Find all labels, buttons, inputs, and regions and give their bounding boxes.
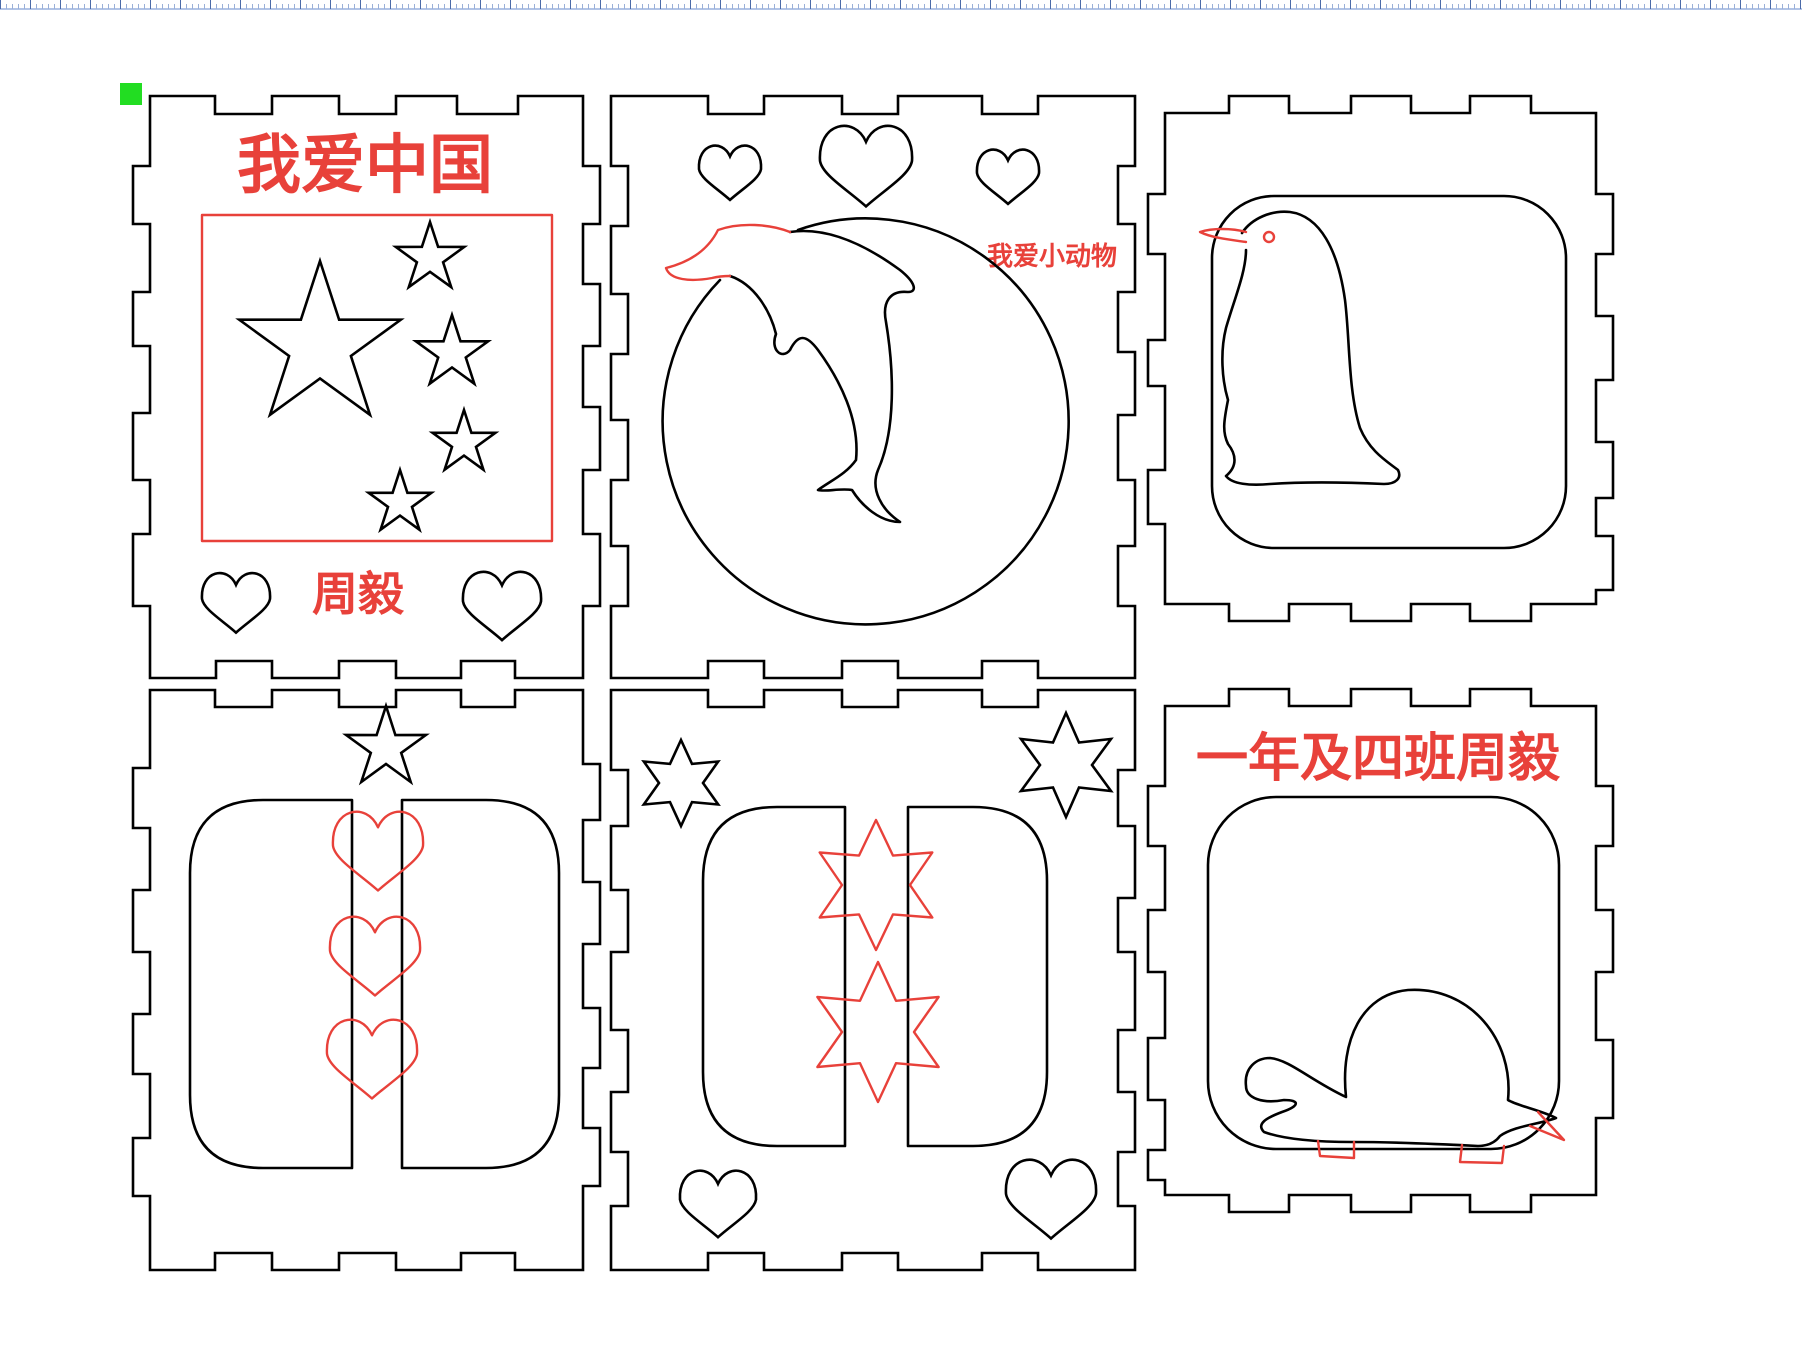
penguin-beak (1198, 227, 1248, 244)
heart-icon-bottom-right[interactable] (1004, 1158, 1098, 1241)
panel-1[interactable]: 我爱中国 周毅 (200, 129, 554, 642)
turtle-leg-front (1316, 1139, 1356, 1160)
panel-5[interactable] (641, 709, 1114, 1241)
small-star-icon-3[interactable] (428, 405, 500, 474)
panel-2-outline[interactable] (609, 94, 1137, 680)
heart-icon-bottom-left[interactable] (678, 1169, 758, 1239)
panel-6-window (1206, 795, 1561, 1151)
big-star-icon[interactable] (235, 256, 405, 419)
panel-1-bottom-text: 周毅 (312, 567, 405, 621)
panel-6-title: 一年及四班周毅 (1196, 729, 1561, 789)
small-star-icon-1[interactable] (391, 217, 469, 291)
origin-marker[interactable] (120, 83, 142, 105)
panel-2[interactable]: 我爱小动物 (661, 124, 1117, 626)
turtle-icon[interactable] (1244, 988, 1558, 1148)
panel-3-window (1210, 194, 1568, 550)
penguin-eye (1262, 230, 1276, 244)
panel-5-window-right (906, 805, 1049, 1148)
penguin-icon[interactable] (1221, 210, 1401, 487)
heart-icon-top-left[interactable] (697, 144, 763, 202)
flag-frame (200, 213, 554, 543)
turtle-leg-back (1458, 1143, 1506, 1165)
panel-5-window-left (701, 805, 847, 1148)
heart-icon-top-right[interactable] (975, 148, 1041, 206)
panel-6[interactable]: 一年及四班周毅 (1196, 729, 1566, 1165)
heart-icon-top-center[interactable] (818, 124, 914, 209)
top-ruler (0, 0, 1802, 10)
star-icon-top-left[interactable] (641, 736, 721, 830)
small-star-icon-4[interactable] (364, 465, 436, 534)
heart-icon-1[interactable] (331, 810, 425, 892)
panel-4-window-left (188, 798, 354, 1170)
heart-icon-left[interactable] (200, 571, 272, 635)
panel-2-corner-text: 我爱小动物 (987, 242, 1117, 272)
panel-3-outline[interactable] (1146, 94, 1615, 623)
turtle-beak (1528, 1110, 1566, 1142)
panel-4[interactable] (188, 701, 561, 1170)
panel-5-outline[interactable] (609, 688, 1137, 1272)
moon-circle (661, 217, 1070, 626)
star-icon-top-right[interactable] (1018, 709, 1114, 821)
small-star-icon-2[interactable] (411, 310, 493, 388)
panel-3[interactable] (1198, 194, 1568, 550)
dolphin-beak (664, 223, 792, 282)
heart-icon-right[interactable] (461, 570, 543, 642)
heart-icon-3[interactable] (325, 1018, 419, 1100)
panel-4-window-right (400, 798, 561, 1170)
panel-1-outline[interactable] (131, 94, 602, 680)
panel-1-title: 我爱中国 (237, 129, 493, 203)
panel-6-outline[interactable] (1146, 687, 1615, 1214)
star-icon-center-2[interactable] (816, 960, 940, 1104)
dolphin-icon[interactable] (728, 229, 916, 524)
panel-4-outline[interactable] (131, 688, 602, 1272)
heart-icon-2[interactable] (328, 915, 422, 997)
star-icon-top[interactable] (342, 701, 430, 786)
star-icon-center-1[interactable] (818, 818, 934, 952)
